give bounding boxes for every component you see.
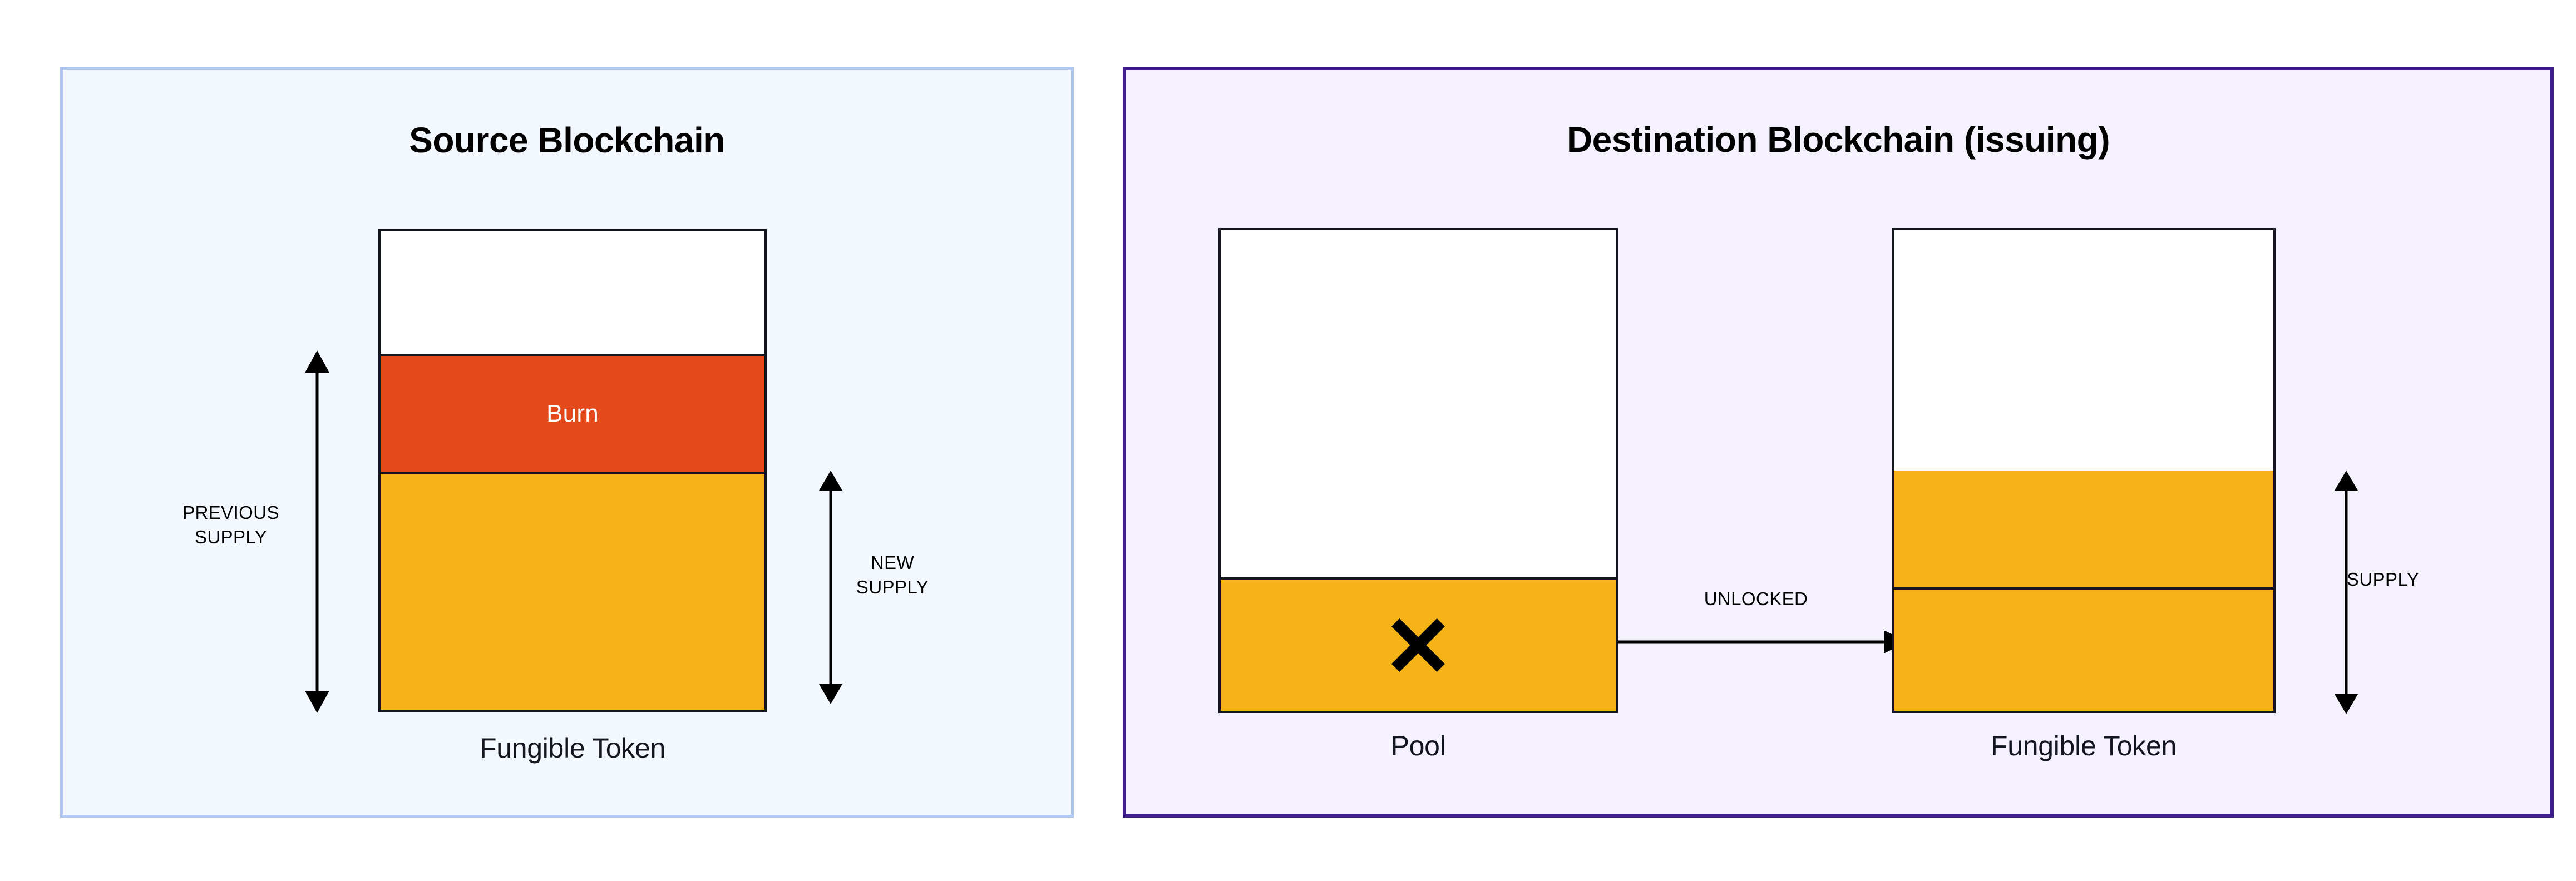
segment-burn: Burn (381, 354, 764, 474)
source-fungible-token-box: Burn Fungible Token (378, 229, 767, 764)
destination-pool-box: Pool (1218, 228, 1618, 761)
burn-label: Burn (546, 400, 599, 427)
pool-caption: Pool (1390, 730, 1446, 761)
segment-dest-pre-existing (1894, 590, 2273, 711)
segment-dest-minted (1894, 471, 2273, 590)
segment-pool-locked (1221, 577, 1616, 711)
segment-pool-empty (1221, 230, 1616, 577)
destination-token-caption: Fungible Token (1990, 730, 2177, 761)
new-supply-measure-arrow (816, 471, 846, 704)
panel-title-destination: Destination Blockchain (issuing) (1566, 120, 2110, 160)
unlocked-flow-arrow (1618, 630, 1907, 656)
panel-title-source: Source Blockchain (409, 120, 725, 160)
supply-measure-arrow (2331, 471, 2361, 714)
source-token-caption: Fungible Token (479, 732, 665, 764)
segment-empty (381, 231, 764, 354)
unlocked-flow-label: UNLOCKED (1704, 588, 1808, 609)
previous-supply-label: PREVIOUS SUPPLY (182, 502, 279, 547)
previous-supply-measure-arrow (300, 350, 334, 713)
new-supply-label: NEW SUPPLY (856, 552, 929, 597)
x-mark-icon (1391, 618, 1445, 672)
destination-fungible-token-box: Fungible Token (1892, 228, 2276, 761)
segment-dest-empty (1894, 230, 2273, 471)
supply-label: SUPPLY (2347, 569, 2420, 590)
segment-remaining-supply (381, 474, 764, 710)
